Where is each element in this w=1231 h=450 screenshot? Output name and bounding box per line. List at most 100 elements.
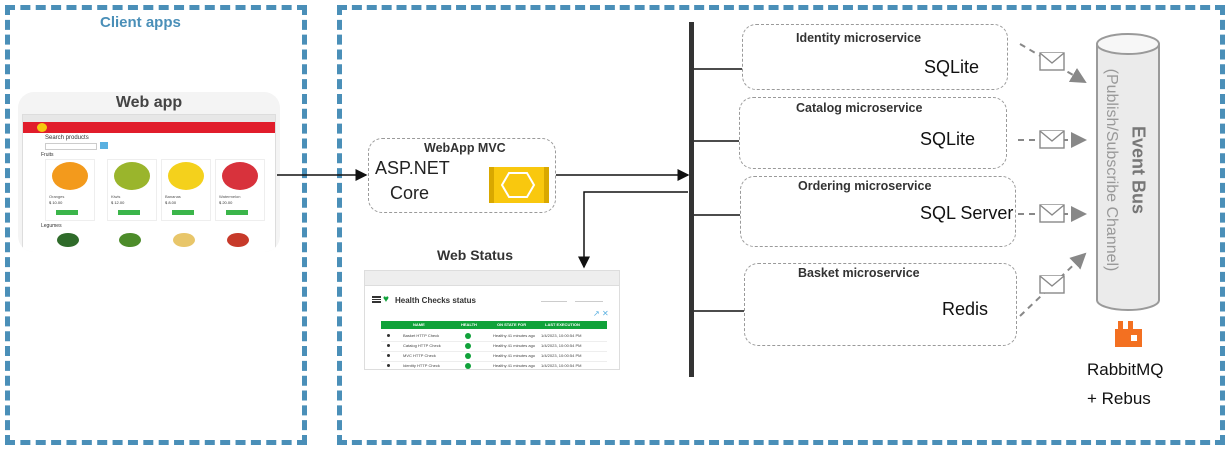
web-status-title: Web Status xyxy=(437,247,513,263)
product-card: Kiwis$ 12.00 xyxy=(107,159,157,221)
browser-bar xyxy=(365,271,619,286)
web-app-title: Web app xyxy=(115,94,183,111)
column-header: NAME xyxy=(413,322,425,327)
theme-toggle[interactable] xyxy=(575,295,603,302)
check-name: MVC HTTP Check xyxy=(403,353,436,358)
product-image xyxy=(52,162,88,190)
product-image xyxy=(222,162,258,190)
mvc-component-icon xyxy=(489,167,549,203)
legume-image xyxy=(119,233,141,247)
product-name: Oranges xyxy=(49,194,65,199)
healthy-check-icon xyxy=(465,343,471,349)
rabbitmq-label: RabbitMQ xyxy=(1087,360,1164,379)
check-name: Basket HTTP Check xyxy=(403,333,440,338)
expand-icon[interactable]: ↗ xyxy=(593,309,600,318)
add-to-cart-button[interactable] xyxy=(118,210,140,215)
message-envelopes xyxy=(1018,43,1087,317)
microservice-title: Identity microservice xyxy=(796,31,922,45)
web-status-panel: ♥ Health Checks status ↗ ✕ NAME HEALTH ON … xyxy=(364,270,620,370)
product-price: $ 20.00 xyxy=(219,200,233,205)
product-price: $ 10.00 xyxy=(49,200,63,205)
microservice-title: Catalog microservice xyxy=(796,101,923,115)
healthy-check-icon xyxy=(465,363,471,369)
check-name: Catalog HTTP Check xyxy=(403,343,441,348)
backend-container xyxy=(337,5,1225,445)
check-name: Identity HTTP Check xyxy=(403,363,440,368)
column-header: LAST EXECUTION xyxy=(545,322,580,327)
database-label: SQLite xyxy=(924,57,980,77)
last-execution: 1/4/2023, 10:00:54 PM xyxy=(541,353,582,358)
table-row[interactable]: Identity HTTP Check Healthy 41 minutes ag… xyxy=(381,362,607,369)
column-header: ON STATE FOR xyxy=(497,322,527,327)
table-row[interactable]: Catalog HTTP Check Healthy 41 minutes ago… xyxy=(381,342,607,352)
client-apps-container xyxy=(5,5,307,445)
row-dot-icon xyxy=(387,364,390,367)
last-execution: 1/4/2023, 10:00:54 PM xyxy=(541,363,582,368)
microservice-title: Ordering microservice xyxy=(798,179,932,193)
last-execution: 1/4/2023, 10:00:54 PM xyxy=(541,343,582,348)
on-state-for: Healthy 41 minutes ago xyxy=(493,333,536,338)
database-label: Redis xyxy=(942,299,989,319)
add-to-cart-button[interactable] xyxy=(226,210,248,215)
browser-bar xyxy=(23,115,275,122)
add-to-cart-button[interactable] xyxy=(56,210,78,215)
heart-icon: ♥ xyxy=(383,294,389,305)
microservice-box xyxy=(739,97,1007,169)
search-label: Search products xyxy=(45,135,89,141)
product-price: $ 12.00 xyxy=(111,200,125,205)
client-apps-title: Client apps xyxy=(100,14,181,31)
table-header-row xyxy=(381,321,607,329)
aspnet-label: ASP.NET xyxy=(375,158,450,178)
search-button[interactable] xyxy=(100,142,108,149)
search-input[interactable] xyxy=(45,143,97,150)
database-label: SQL Server xyxy=(920,203,1014,223)
web-app-card: Web app Search products Fruits Oranges$ … xyxy=(18,92,280,252)
microservice-box xyxy=(740,176,1016,247)
table-row[interactable]: Basket HTTP Check Healthy 41 minutes ago 1… xyxy=(381,332,607,342)
product-card: Oranges$ 10.00 xyxy=(45,159,95,221)
event-bus-cylinder xyxy=(1096,33,1160,311)
arrow-to-web-status xyxy=(578,191,688,269)
on-state-for: Healthy 41 minutes ago xyxy=(493,343,536,348)
microservice-box xyxy=(744,263,1017,346)
section-fruits-label: Fruits xyxy=(41,152,54,158)
product-image xyxy=(114,162,150,190)
section-legumes-label: Legumes xyxy=(41,223,62,229)
product-name: Kiwis xyxy=(111,194,121,199)
site-logo xyxy=(37,123,47,132)
service-backbone-line xyxy=(689,22,694,377)
legume-image xyxy=(173,233,195,247)
webapp-mvc-title: WebApp MVC xyxy=(424,141,506,155)
last-execution: 1/4/2023, 10:00:54 PM xyxy=(541,333,582,338)
healthy-check-icon xyxy=(465,333,471,339)
product-card: Bananas$ 8.00 xyxy=(161,159,211,221)
microservice-box xyxy=(742,24,1008,90)
row-dot-icon xyxy=(387,334,390,337)
legume-image xyxy=(227,233,249,247)
microservice-title: Basket microservice xyxy=(798,266,920,280)
healthy-check-icon xyxy=(465,353,471,359)
product-image xyxy=(168,162,204,190)
rebus-label: + Rebus xyxy=(1087,389,1151,408)
on-state-for: Healthy 41 minutes ago xyxy=(493,363,536,368)
product-card: Watermelon$ 20.00 xyxy=(215,159,265,221)
health-checks-title: Health Checks status xyxy=(395,296,476,305)
database-label: SQLite xyxy=(920,129,976,149)
site-header xyxy=(23,122,275,133)
menu-icon[interactable] xyxy=(372,296,381,303)
close-icon[interactable]: ✕ xyxy=(602,309,609,318)
row-dot-icon xyxy=(387,354,390,357)
product-name: Bananas xyxy=(165,194,181,199)
row-dot-icon xyxy=(387,344,390,347)
table-row[interactable]: MVC HTTP Check Healthy 41 minutes ago 1/4/… xyxy=(381,352,607,362)
product-price: $ 8.00 xyxy=(165,200,177,205)
event-bus-title: Event Bus xyxy=(1128,125,1149,215)
add-to-cart-button[interactable] xyxy=(172,210,194,215)
event-bus-subtitle: (Publish/Subscribe Channel) xyxy=(1103,68,1120,272)
refresh-select[interactable] xyxy=(541,295,567,302)
column-header: HEALTH xyxy=(461,322,477,327)
on-state-for: Healthy 41 minutes ago xyxy=(493,353,536,358)
legume-image xyxy=(57,233,79,247)
